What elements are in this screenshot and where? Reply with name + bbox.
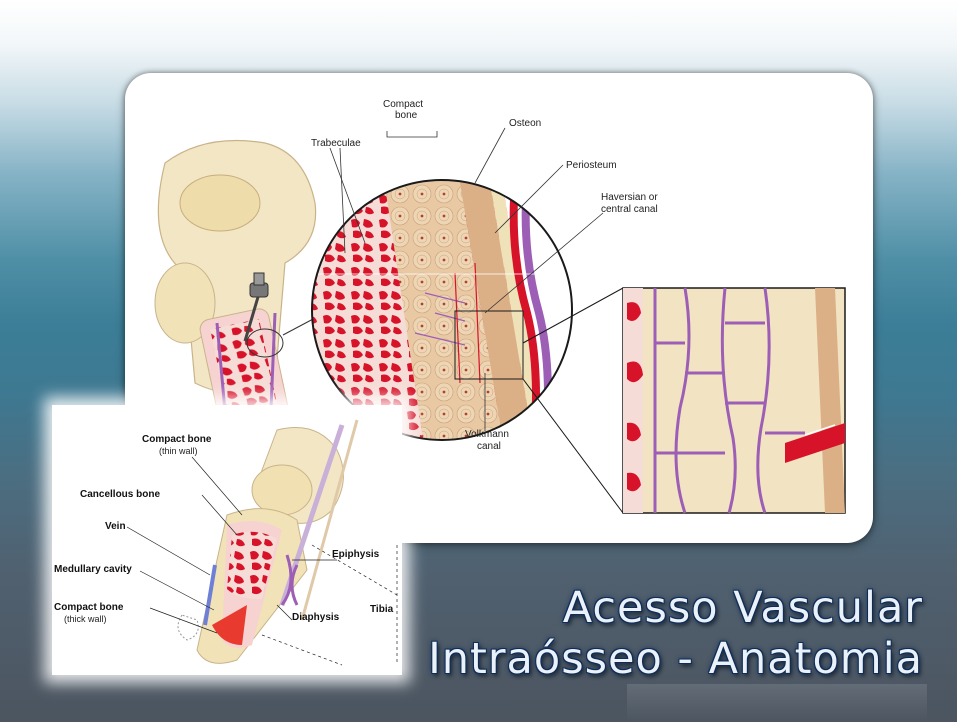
inset-label-vein: Vein: [105, 521, 126, 532]
label-volkmann-2: canal: [477, 441, 501, 452]
inset-label-diaphysis: Diaphysis: [292, 612, 340, 623]
proximal-tibia-illustration: Compact bone (thin wall) Cancellous bone…: [52, 405, 402, 675]
inset-label-thin-wall: (thin wall): [159, 446, 198, 456]
magnify-leader: [283, 318, 315, 335]
inset-label-compact-bone-thin: Compact bone: [142, 434, 212, 445]
label-volkmann-1: Volkmann: [465, 429, 509, 440]
label-compact-bone-1: Compact: [383, 99, 423, 110]
inset-label-tibia: Tibia: [370, 604, 394, 615]
label-haversian-1: Haversian or: [601, 192, 658, 203]
tibia-sketch: [178, 420, 357, 663]
inset-label-epiphysis: Epiphysis: [332, 549, 380, 560]
label-haversian-2: central canal: [601, 204, 658, 215]
inset-label-cancellous-bone: Cancellous bone: [80, 489, 160, 500]
inset-tibia-illustration-card: Compact bone (thin wall) Cancellous bone…: [52, 405, 402, 675]
title-reflection: [627, 684, 927, 722]
inset-label-thick-wall: (thick wall): [64, 614, 107, 624]
zoom-leader-bottom: [523, 379, 623, 513]
inset-label-compact-bone-thick: Compact bone: [54, 602, 124, 613]
label-osteon: Osteon: [509, 118, 541, 129]
label-compact-bone-2: bone: [395, 110, 418, 121]
label-trabeculae: Trabeculae: [311, 138, 361, 149]
haversian-detail-panel: [623, 288, 845, 513]
slide-title-line-2: Intraósseo - Anatomia: [428, 634, 923, 684]
label-periosteum: Periosteum: [566, 160, 617, 171]
knee-bone-sketch: [155, 141, 316, 439]
slide-title-line-1: Acesso Vascular: [563, 583, 923, 633]
inset-label-medullary-cavity: Medullary cavity: [54, 564, 132, 575]
